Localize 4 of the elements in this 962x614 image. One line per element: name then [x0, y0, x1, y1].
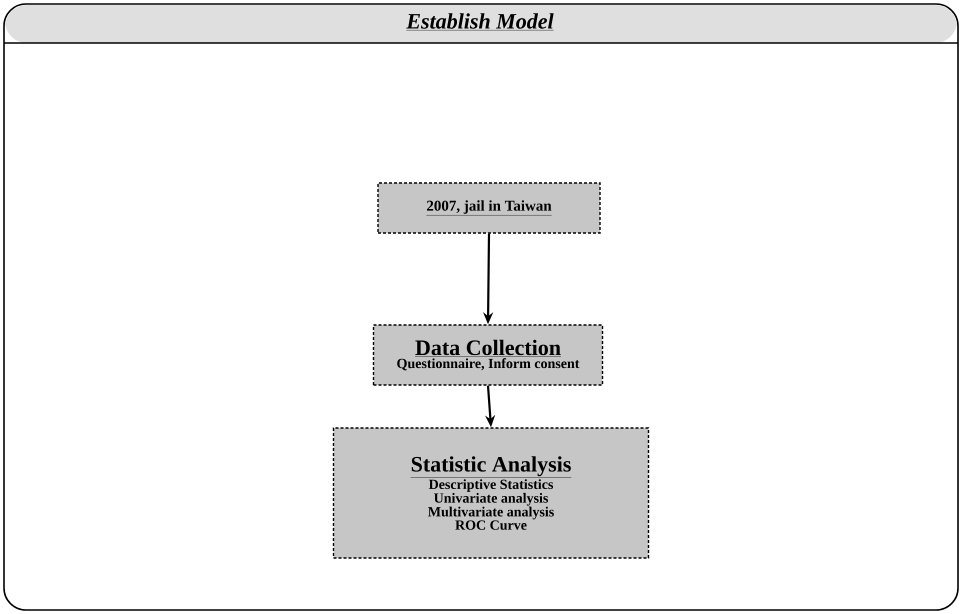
process-box: 2007, jail in Taiwan: [377, 182, 601, 234]
process-box: Statistic Analysis Descriptive Statistics Univariate analysis Multivariate analysis ROC Curve: [332, 427, 650, 559]
title: Establish Model: [406, 13, 554, 30]
process-box: Data Collection Questionnaire, Inform consent: [372, 324, 604, 386]
